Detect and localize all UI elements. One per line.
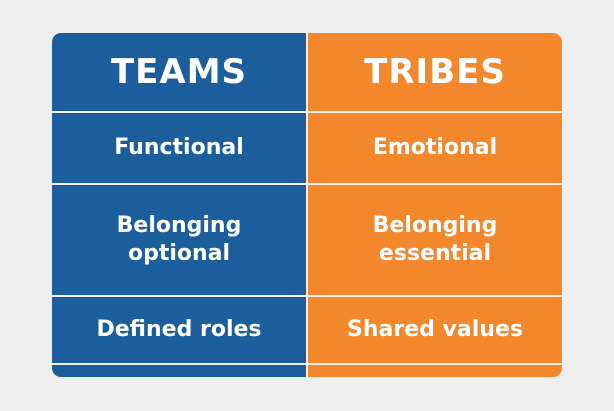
tribes-cell-belonging: Belonging essential <box>372 213 498 266</box>
tribes-cell-emotional: Emotional <box>372 135 498 160</box>
row-divider <box>308 363 562 365</box>
teams-header: TEAMS <box>110 52 248 92</box>
tribes-column: TRIBES Emotional Belonging essential Sha… <box>308 33 562 377</box>
row-divider <box>52 111 306 113</box>
teams-column: TEAMS Functional Belonging optional Defi… <box>52 33 306 377</box>
teams-cell-belonging: Belonging optional <box>116 213 242 266</box>
teams-cell-functional: Functional <box>114 135 244 160</box>
row-divider <box>308 295 562 297</box>
tribes-header: TRIBES <box>364 52 506 92</box>
teams-cell-empty <box>52 365 306 377</box>
row-divider <box>308 111 562 113</box>
column-divider <box>306 33 308 377</box>
row-divider <box>52 363 306 365</box>
tribes-cell-empty <box>308 365 562 377</box>
row-divider <box>52 183 306 185</box>
tribes-cell-values: Shared values <box>347 317 523 342</box>
row-divider <box>52 295 306 297</box>
teams-cell-roles: Defined roles <box>96 317 262 342</box>
comparison-table: TEAMS Functional Belonging optional Defi… <box>52 33 562 377</box>
row-divider <box>308 183 562 185</box>
